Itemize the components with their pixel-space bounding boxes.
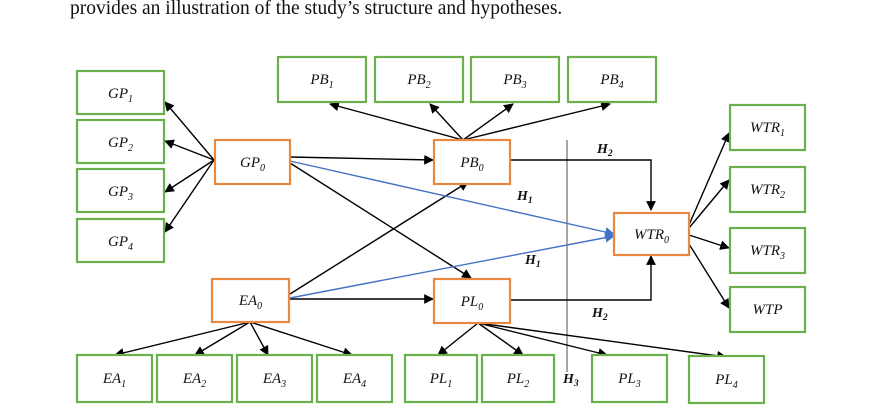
arrow-pb0-pb1 (329, 101, 464, 141)
svg-text:PL3: PL3 (617, 371, 641, 390)
svg-text:WTR2: WTR2 (750, 182, 785, 201)
svg-text:EA2: EA2 (182, 371, 206, 390)
node-pl2: PL2 (480, 353, 556, 404)
arrow-h1-ea0-wtr0 (289, 232, 615, 299)
node-ea3: EA3 (235, 353, 314, 404)
svg-text:GP1: GP1 (108, 86, 133, 105)
svg-text:WTP: WTP (753, 302, 783, 318)
svg-text:GP4: GP4 (108, 234, 133, 253)
arrow-wtr0-wtp (688, 243, 730, 309)
caption: provides an illustration of the study’s … (70, 0, 563, 19)
node-wtr1: WTR1 (728, 103, 807, 152)
arrow-wtr0-wtr2 (688, 179, 730, 229)
arrow-wtr0-wtr3 (688, 234, 730, 250)
arrow-ea0-ea4 (249, 321, 353, 357)
svg-text:WTR3: WTR3 (750, 243, 785, 262)
arrow-pl0-pl3 (477, 322, 608, 358)
arrow-pl0-pl4 (477, 322, 727, 361)
node-pb3: PB3 (469, 55, 561, 104)
node-pb2: PB2 (373, 55, 465, 104)
arrow-pb0-pb4 (462, 101, 611, 141)
arrow-pb0-pb2 (429, 103, 464, 141)
arrow-gp0-gp1 (164, 101, 215, 161)
arrow-h2-pb0-wtr0 (511, 159, 656, 211)
svg-text:WTR0: WTR0 (634, 227, 669, 246)
svg-text:EA0: EA0 (238, 293, 262, 312)
node-pl0: PL0 (432, 277, 512, 325)
node-pl1: PL1 (403, 353, 479, 404)
svg-text:PB0: PB0 (459, 155, 483, 174)
arrow-wtr0-wtr1 (688, 132, 730, 226)
arrow-ea0-ea2 (194, 321, 251, 356)
svg-text:PB4: PB4 (599, 72, 623, 91)
node-pl4: PL4 (687, 354, 766, 405)
node-ea4: EA4 (315, 353, 394, 404)
arrow-pl0-pl2 (477, 322, 524, 356)
arrow-ea0-pb0 (289, 181, 469, 295)
node-wtr2: WTR2 (728, 165, 807, 214)
node-gp0: GP0 (213, 138, 292, 186)
node-wtr3: WTR3 (728, 226, 807, 275)
arrow-h1-gp0-wtr0 (289, 160, 615, 237)
svg-text:EA1: EA1 (102, 371, 126, 390)
hypothesis-label-h1-top: H1 (516, 189, 533, 206)
svg-text:PL2: PL2 (506, 371, 530, 390)
node-pb1: PB1 (276, 55, 368, 104)
arrow-gp0-gp2 (164, 139, 215, 161)
node-pb4: PB4 (566, 55, 658, 104)
hypothesis-label-h2-bottom: H2 (591, 306, 608, 323)
hypothesis-label-h2-top: H2 (596, 142, 613, 159)
node-gp1: GP1 (75, 69, 166, 116)
svg-text:EA4: EA4 (342, 371, 366, 390)
svg-text:PB3: PB3 (502, 72, 526, 91)
arrow-h2-pl0-wtr0 (511, 255, 656, 301)
svg-text:PL4: PL4 (714, 372, 738, 391)
arrow-pb0-pb3 (462, 103, 514, 141)
node-gp3: GP3 (75, 167, 166, 214)
node-pl3: PL3 (590, 353, 669, 404)
hypothesis-label-h3: H3 (562, 372, 579, 389)
arrow-ea0-ea1 (114, 321, 251, 358)
node-wtp: WTP (728, 285, 807, 334)
svg-text:WTR1: WTR1 (750, 120, 785, 139)
svg-text:GP3: GP3 (108, 184, 133, 203)
svg-text:PL1: PL1 (429, 371, 453, 390)
arrow-gp0-pb0 (289, 154, 434, 165)
svg-text:PB1: PB1 (309, 72, 333, 91)
node-ea2: EA2 (155, 353, 234, 404)
node-gp4: GP4 (75, 217, 166, 264)
arrow-gp0-gp3 (164, 159, 215, 193)
node-pb0: PB0 (432, 138, 512, 186)
node-gp2: GP2 (75, 118, 166, 165)
node-wtr0: WTR0 (612, 211, 691, 257)
node-ea0: EA0 (210, 277, 291, 324)
arrow-pl0-pl1 (437, 322, 479, 356)
svg-text:PL0: PL0 (460, 294, 484, 313)
arrow-ea0-ea3 (249, 321, 269, 356)
arrow-gp0-gp4 (164, 159, 215, 233)
svg-text:EA3: EA3 (262, 371, 286, 390)
hypothesis-label-h1-bottom: H1 (524, 253, 541, 270)
svg-text:GP2: GP2 (108, 135, 133, 154)
arrow-gp0-pl0 (289, 162, 472, 279)
svg-text:PB2: PB2 (406, 72, 430, 91)
svg-text:GP0: GP0 (240, 155, 265, 174)
node-ea1: EA1 (75, 353, 154, 404)
